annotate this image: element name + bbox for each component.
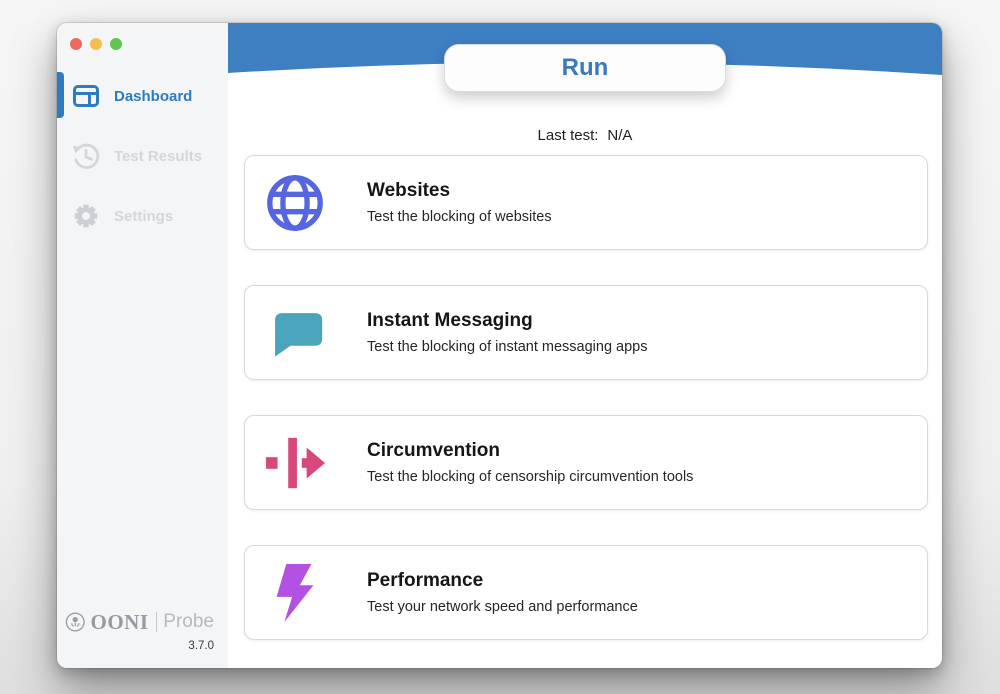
- close-button[interactable]: [70, 38, 82, 50]
- card-instant-messaging[interactable]: Instant Messaging Test the blocking of i…: [244, 285, 928, 380]
- sidebar-nav: Dashboard Test Results: [57, 66, 228, 246]
- card-text: Websites Test the blocking of websites: [367, 180, 552, 225]
- card-title: Websites: [367, 180, 451, 201]
- dashboard-icon: [71, 81, 101, 111]
- active-indicator: [57, 72, 64, 118]
- app-version: 3.7.0: [188, 640, 214, 652]
- card-websites[interactable]: Websites Test the blocking of websites: [244, 155, 928, 250]
- last-test-label: Last test:: [537, 127, 599, 144]
- sidebar-item-test-results[interactable]: Test Results: [57, 126, 228, 186]
- lightning-bolt-icon: [263, 561, 327, 625]
- sidebar-item-label: Test Results: [114, 147, 203, 165]
- sidebar-item-settings[interactable]: Settings: [57, 186, 228, 246]
- card-description: Test the blocking of censorship circumve…: [367, 469, 694, 485]
- sidebar: Dashboard Test Results: [57, 23, 228, 668]
- gear-icon: [71, 201, 101, 231]
- sidebar-item-label: Settings: [114, 207, 174, 225]
- last-test-value: N/A: [607, 127, 633, 144]
- ooni-octopus-icon: [65, 612, 85, 632]
- card-title: Instant Messaging: [367, 310, 533, 331]
- ooni-probe-logo: OONI Probe: [65, 609, 214, 635]
- sidebar-footer: OONI Probe 3.7.0: [65, 609, 214, 652]
- card-description: Test the blocking of instant messaging a…: [367, 339, 648, 355]
- ooni-wordmark: OONI: [90, 609, 149, 634]
- globe-icon: [263, 171, 327, 235]
- chat-bubble-icon: [263, 301, 327, 365]
- card-text: Performance Test your network speed and …: [367, 570, 638, 615]
- test-cards: Websites Test the blocking of websites I…: [244, 155, 928, 640]
- card-description: Test your network speed and performance: [367, 599, 638, 615]
- circumvention-arrow-icon: [263, 431, 327, 495]
- card-text: Instant Messaging Test the blocking of i…: [367, 310, 648, 355]
- zoom-button[interactable]: [110, 38, 122, 50]
- logo-divider: [155, 612, 157, 632]
- history-icon: [71, 141, 101, 171]
- card-circumvention[interactable]: Circumvention Test the blocking of censo…: [244, 415, 928, 510]
- card-title: Performance: [367, 570, 484, 591]
- traffic-lights: [70, 38, 122, 50]
- card-title: Circumvention: [367, 440, 501, 461]
- sidebar-item-label: Dashboard: [114, 87, 193, 105]
- minimize-button[interactable]: [90, 38, 102, 50]
- card-performance[interactable]: Performance Test your network speed and …: [244, 545, 928, 640]
- card-description: Test the blocking of websites: [367, 209, 552, 225]
- last-test-status: Last test: N/A: [228, 127, 942, 144]
- main-panel: Run Last test: N/A Websites Test the bloc…: [228, 23, 942, 668]
- sidebar-item-dashboard[interactable]: Dashboard: [57, 66, 228, 126]
- run-button[interactable]: Run: [444, 44, 726, 92]
- card-text: Circumvention Test the blocking of censo…: [367, 440, 693, 485]
- app-window: Dashboard Test Results: [57, 23, 942, 668]
- probe-wordmark: Probe: [163, 611, 214, 632]
